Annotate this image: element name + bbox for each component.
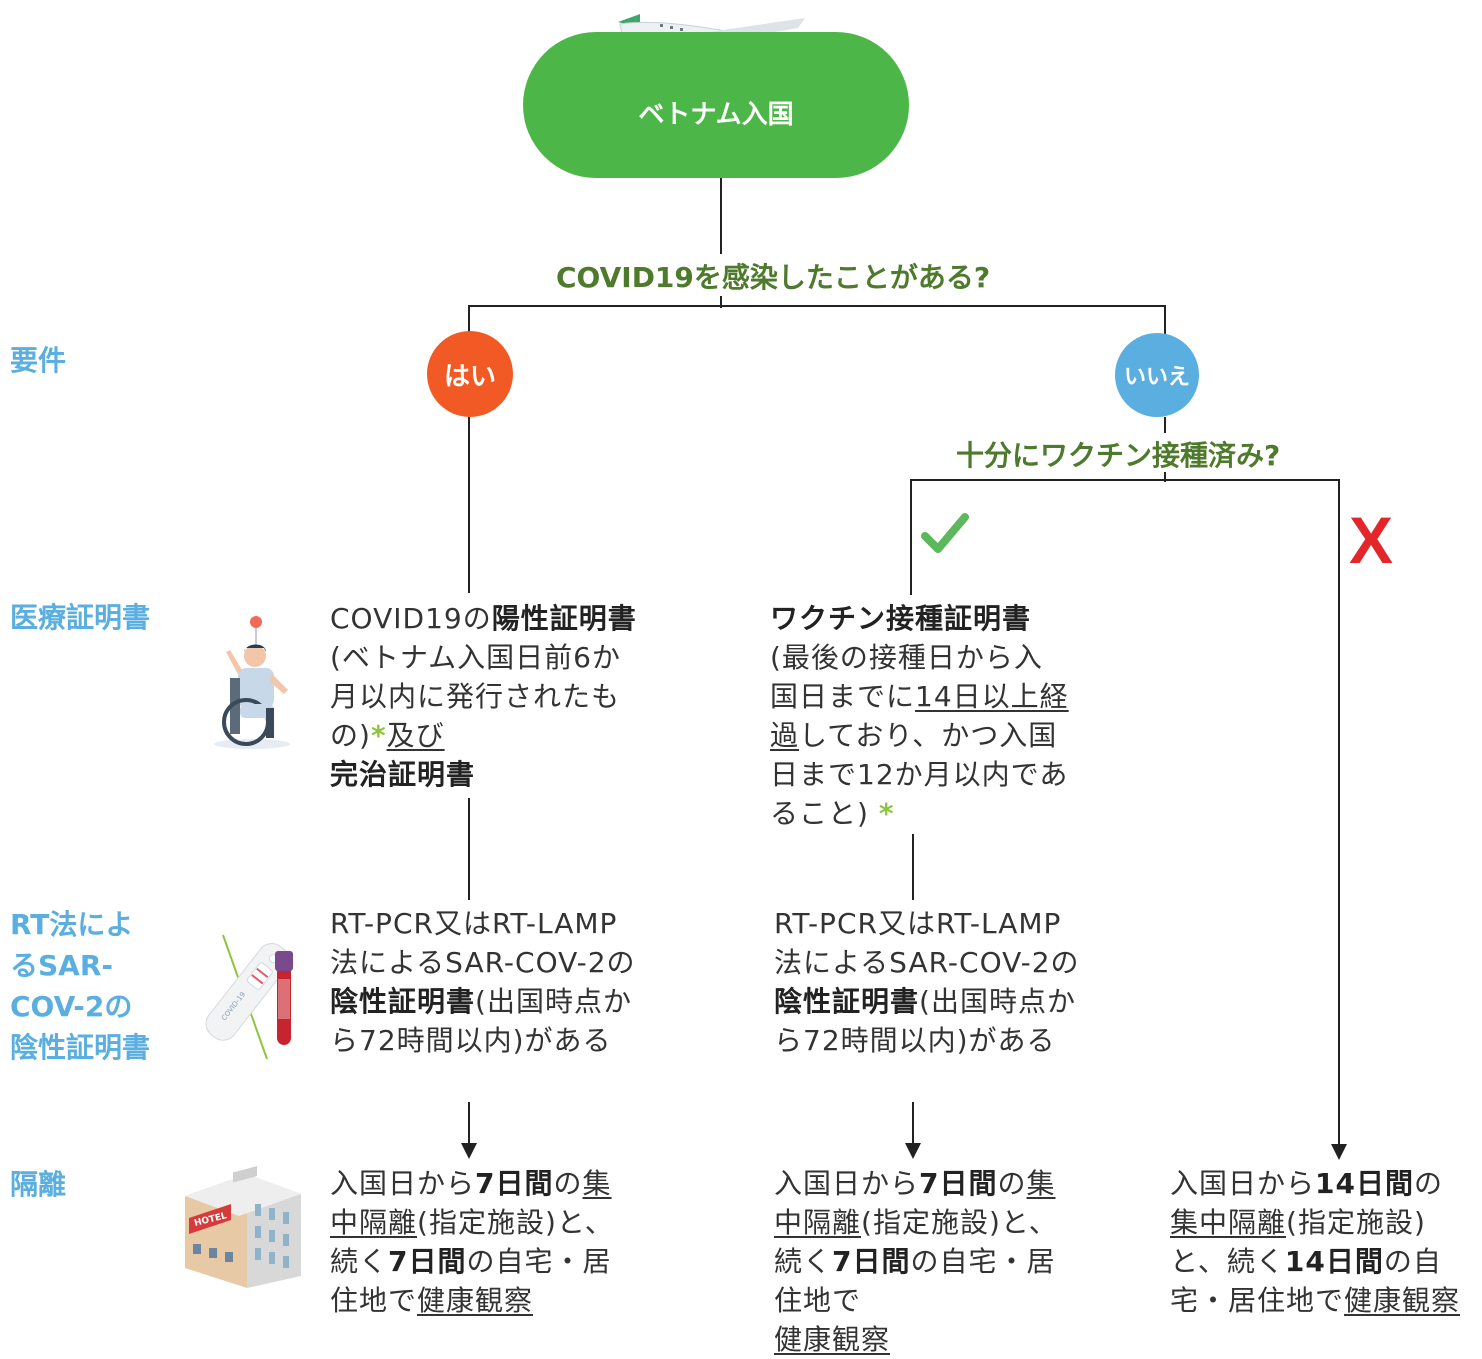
patient-icon [214,616,290,749]
arrow-unvaccinated-quarantine [1331,1144,1347,1160]
branch-line-2 [910,479,1340,481]
quarantine-text-2: の [553,1167,583,1200]
quarantine-bold-1: 7日間 [475,1167,554,1200]
row-label-quarantine: 隔離 [10,1168,67,1201]
connector-question1 [720,296,722,308]
quarantine-text-2: の [997,1167,1027,1200]
question-infected: COVID19を感染したことがある? [556,261,991,294]
medical-vacc-bold-1: ワクチン接種証明書 [770,602,1032,635]
quarantine-text-4: の自宅・居住地で [1170,1245,1442,1317]
quarantine-text-4: の自宅・居住地で [774,1245,1056,1317]
quarantine-underline-2: 健康観察 [1344,1284,1461,1317]
medical-vacc-text-2: しており、かつ入国日まで12か月以内であること) [770,719,1069,830]
quarantine-bold-2: 7日間 [832,1245,911,1278]
quarantine-text-1: 入国日から [774,1167,920,1200]
quarantine-text-2: の [1413,1167,1443,1200]
quarantine-14days: 入国日から14日間の集中隔離(指定施設)と、続く14日間の自宅・居住地で健康観察 [1170,1164,1470,1320]
medical-vacc-text-1: (最後の接種日から入国日までに [770,641,1043,713]
connector-yes-quarantine [468,1102,470,1144]
connector-yes-test [468,798,470,900]
test-bold: 陰性証明書 [330,985,476,1018]
test-negative-certificate-yes: RT-PCR又はRT-LAMP法によるSAR-COV-2の陰性証明書(出国時点か… [330,904,640,1060]
medical-yes-bold-2: 完治証明書 [330,758,476,791]
quarantine-text-1: 入国日から [330,1167,476,1200]
start-label: ベトナム入国 [638,99,794,130]
start-node: ベトナム入国 [523,32,909,178]
quarantine-bold-1: 14日間 [1315,1167,1414,1200]
quarantine-underline-1: 集中隔離 [774,1167,1056,1239]
branch-line-1 [468,305,1166,307]
quarantine-underline-2: 健康観察 [417,1284,534,1317]
quarantine-underline-2: 健康観察 [774,1323,891,1356]
medical-yes-bold-1: 陽性証明書 [491,602,637,635]
quarantine-text-3: (指定施設)と、続く [774,1206,1058,1278]
connector-start [720,178,722,254]
cross-icon: X [1349,503,1394,577]
connector-no-top [1164,305,1166,335]
medical-yes-underline: 及び [386,719,445,752]
answer-no-badge: いいえ [1115,333,1199,417]
quarantine-bold-2: 7日間 [388,1245,467,1278]
test-text-2: (出国時点から72時間以内)がある [774,985,1076,1057]
quarantine-7days-yes: 入国日から7日間の集中隔離(指定施設)と、続く7日間の自宅・居住地で健康観察 [330,1164,630,1320]
quarantine-underline-1: 集中隔離 [1170,1206,1287,1239]
question-vaccinated: 十分にワクチン接種済み? [956,439,1281,472]
connector-yes-medical [468,417,470,593]
test-kit-icon: COVID-19 [205,934,293,1060]
quarantine-text-4: の自宅・居住地で [330,1245,612,1317]
test-negative-certificate-vacc: RT-PCR又はRT-LAMP法によるSAR-COV-2の陰性証明書(出国時点か… [774,904,1084,1060]
asterisk-note: * [878,797,895,830]
connector-vacc-quarantine [912,1102,914,1144]
medical-vacc-underline: 14日以上経過 [770,680,1069,752]
connector-no-question2 [1164,417,1166,433]
test-text-2: (出国時点から72時間以内)がある [330,985,632,1057]
arrow-vacc-quarantine [905,1143,921,1159]
test-text-1: RT-PCR又はRT-LAMP法によるSAR-COV-2の [330,907,636,979]
connector-yes-top [468,305,470,335]
quarantine-7days-vacc: 入国日から7日間の集中隔離(指定施設)と、続く7日間の自宅・居住地で健康観察 [774,1164,1064,1359]
answer-yes-badge: はい [427,331,513,417]
row-label-test: RT法によるSAR-COV-2の陰性証明書 [10,908,151,1064]
connector-vaccinated-medical [910,479,912,595]
connector-question2 [1164,472,1166,482]
hotel-icon: HOTEL [185,1166,301,1288]
quarantine-text-1: 入国日から [1170,1167,1316,1200]
connector-unvaccinated [1338,479,1340,1145]
medical-positive-certificate: COVID19の陽性証明書(ベトナム入国日前6か月以内に発行されたもの)*及び … [330,599,640,794]
test-text-1: RT-PCR又はRT-LAMP法によるSAR-COV-2の [774,907,1080,979]
quarantine-text-3: (指定施設)と、続く [1170,1206,1426,1278]
arrow-yes-quarantine [461,1143,477,1159]
check-icon: ✓ [921,513,969,553]
row-label-requirement: 要件 [10,344,67,377]
medical-yes-text-1: COVID19の [330,602,492,635]
medical-yes-text-2: (ベトナム入国日前6か月以内に発行されたもの) [330,641,621,752]
row-label-medical: 医療証明書 [10,601,151,634]
quarantine-underline-1: 集中隔離 [330,1167,612,1239]
quarantine-bold-2: 14日間 [1284,1245,1384,1278]
connector-vacc-test [912,834,914,900]
quarantine-bold-1: 7日間 [919,1167,998,1200]
answer-yes-label: はい [443,361,496,392]
test-bold: 陰性証明書 [774,985,920,1018]
answer-no-label: いいえ [1123,365,1190,390]
medical-vaccination-certificate: ワクチン接種証明書 (最後の接種日から入国日までに14日以上経過しており、かつ入国… [770,599,1070,833]
quarantine-text-3: (指定施設)と、続く [330,1206,614,1278]
asterisk-note: * [370,719,387,752]
